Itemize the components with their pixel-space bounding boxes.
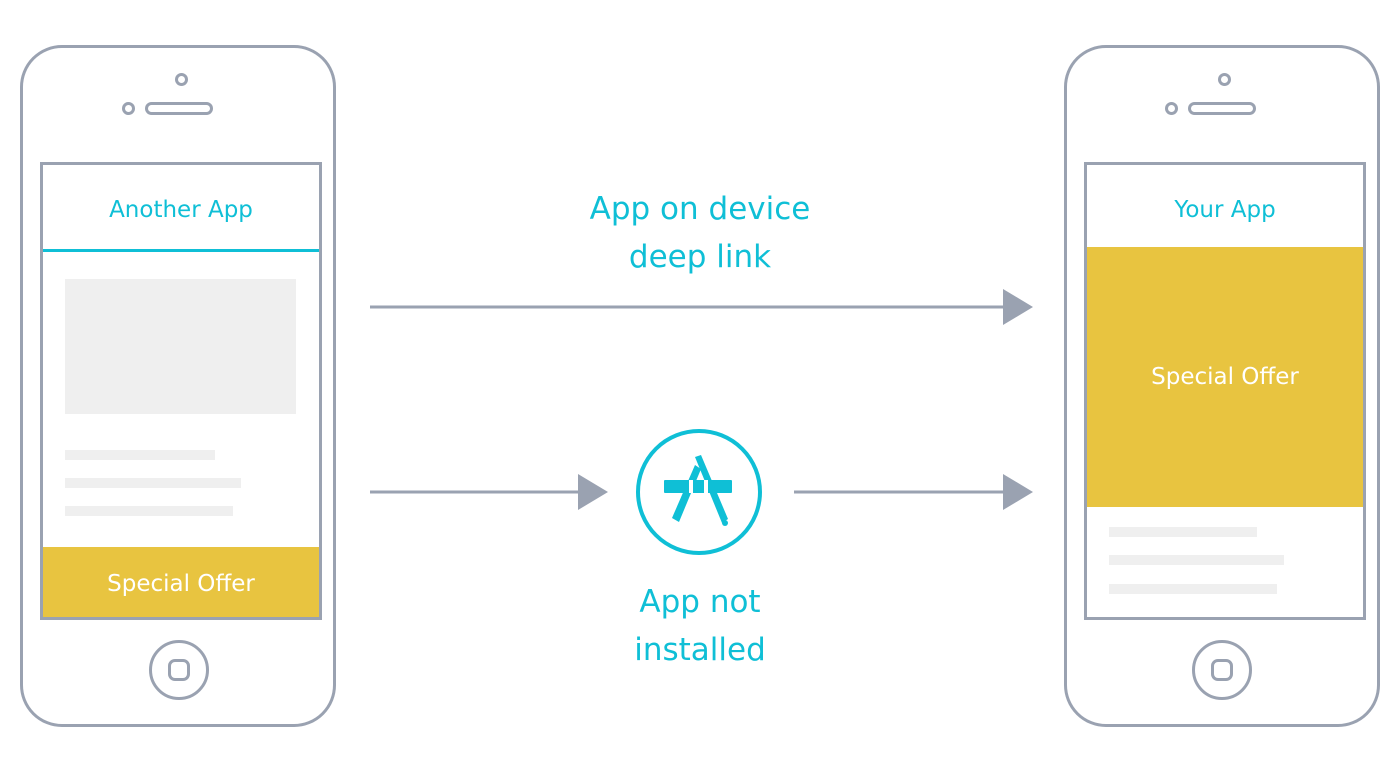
front-camera	[1218, 73, 1231, 86]
left-phone: Another App Special Offer	[20, 45, 336, 727]
home-button-icon	[1211, 659, 1233, 681]
not-installed-label-line2: installed	[634, 632, 766, 668]
deep-link-label-line1: App on device	[589, 191, 811, 227]
app-title-your-app: Your App	[1174, 197, 1276, 223]
not-installed-label: App not installed	[560, 578, 840, 674]
home-button-icon	[168, 659, 190, 681]
text-placeholder-line	[1109, 527, 1257, 537]
text-placeholder-line	[65, 478, 241, 488]
text-placeholder-line	[1109, 555, 1284, 565]
left-phone-screen: Another App Special Offer	[40, 162, 322, 620]
arrow-deep-link	[370, 289, 1033, 325]
text-placeholder-line	[1109, 584, 1277, 594]
proximity-sensor	[122, 102, 135, 115]
arrow-to-app-store	[370, 474, 608, 510]
arrow-app-store-to-app	[794, 474, 1033, 510]
deep-link-label: App on device deep link	[480, 185, 920, 281]
right-phone: Your App Special Offer	[1064, 45, 1380, 727]
earpiece-speaker	[145, 102, 213, 115]
special-offer-banner[interactable]: Special Offer	[43, 547, 319, 617]
proximity-sensor	[1165, 102, 1178, 115]
special-offer-panel[interactable]: Special Offer	[1087, 247, 1363, 507]
right-phone-screen: Your App Special Offer	[1084, 162, 1366, 620]
app-title-another-app: Another App	[109, 197, 253, 223]
earpiece-speaker	[1188, 102, 1256, 115]
home-button	[149, 640, 209, 700]
text-placeholder-line	[65, 450, 215, 460]
front-camera	[175, 73, 188, 86]
text-placeholder-line	[65, 506, 233, 516]
not-installed-label-line1: App not	[639, 584, 761, 620]
deep-link-label-line2: deep link	[628, 239, 772, 275]
image-placeholder	[65, 279, 296, 414]
app-header-underline	[43, 249, 319, 252]
home-button	[1192, 640, 1252, 700]
app-store-icon[interactable]	[634, 427, 764, 557]
